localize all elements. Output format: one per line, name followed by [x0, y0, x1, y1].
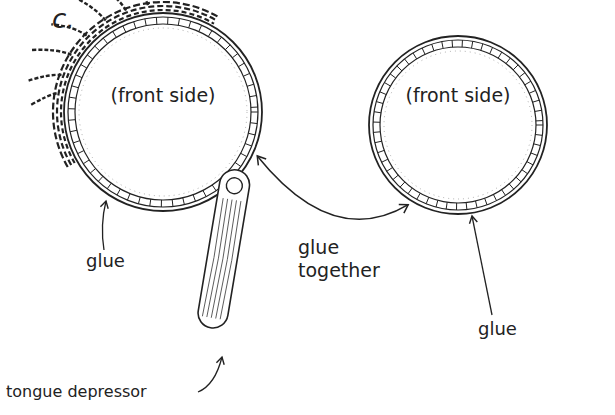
cardboard-ring [63, 12, 263, 212]
tongue-depressor [196, 168, 252, 331]
glue-leader [102, 201, 106, 250]
side-label: (front side) [368, 84, 548, 106]
edge-label: glue together [298, 236, 398, 282]
glue-leader [472, 216, 492, 315]
side-label: (front side) [63, 84, 263, 106]
cardboard-circle: (front side) [368, 35, 548, 215]
depressor-leader [198, 357, 222, 392]
cardboard-circle: (front side) [63, 12, 263, 212]
figure-letter: c. [52, 4, 75, 35]
glue-label: glue [86, 250, 125, 272]
cardboard-ring [368, 35, 548, 215]
part-label: tongue depressor [6, 382, 147, 401]
glue-label: glue [478, 318, 517, 340]
yarn-rope [29, 0, 218, 167]
